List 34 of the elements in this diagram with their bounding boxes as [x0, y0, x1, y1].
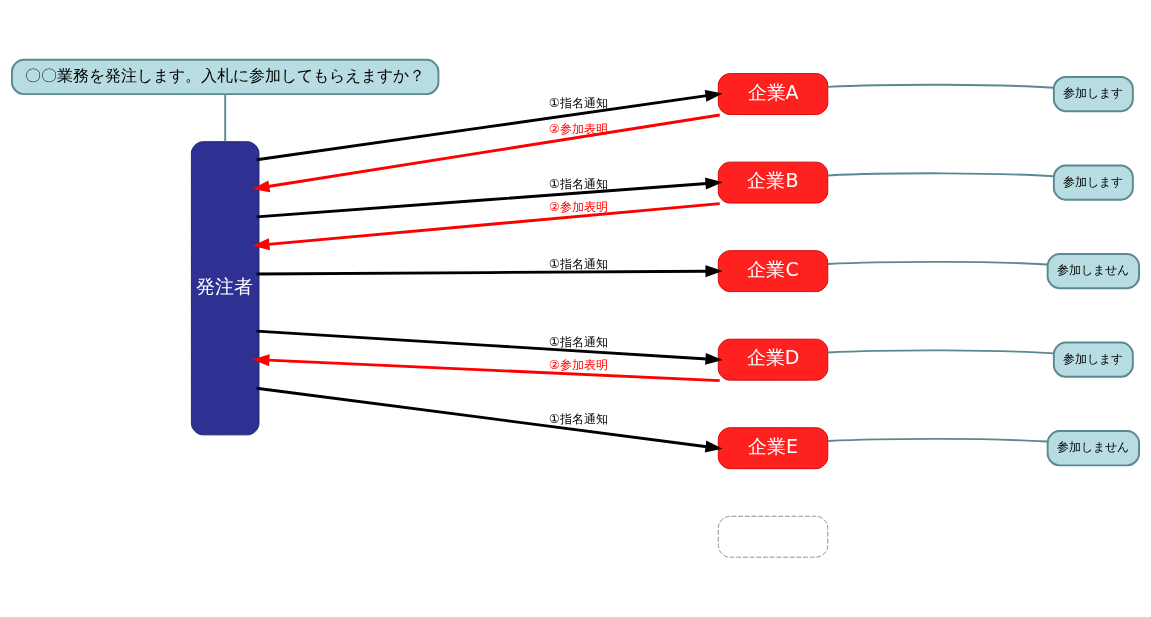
edge-label: ①指名通知	[548, 334, 608, 349]
connector	[827, 260, 1049, 266]
node-box: 企業D	[717, 338, 829, 381]
node-box: 企業B	[717, 161, 829, 204]
arrow	[256, 386, 723, 453]
node-box: 参加します	[1052, 341, 1134, 378]
node-box: 参加します	[1052, 164, 1134, 201]
arrow	[256, 177, 723, 219]
edge-label: ①指名通知	[548, 176, 608, 191]
edge-label: ①指名通知	[548, 95, 608, 110]
node-box: 参加します	[1052, 76, 1134, 113]
node-box: 企業E	[717, 427, 829, 470]
edge-label: ②参加表明	[548, 199, 608, 214]
connector	[827, 349, 1055, 355]
arrow	[252, 113, 720, 193]
edge-label: ①指名通知	[548, 256, 608, 271]
node-box: 〇〇業務を発注します。入札に参加してもらえますか？	[11, 58, 440, 96]
node-box	[717, 515, 829, 558]
arrow	[252, 354, 720, 383]
arrow	[252, 202, 720, 251]
connector	[827, 83, 1055, 89]
connector	[827, 172, 1055, 178]
connector	[827, 437, 1049, 443]
node-box: 参加しません	[1046, 253, 1140, 290]
arrow	[256, 265, 723, 278]
node-box: 企業A	[717, 73, 829, 115]
node-box: 企業C	[717, 250, 829, 293]
edge-label: ①指名通知	[548, 411, 608, 426]
arrow	[256, 89, 723, 162]
edge-label: ②参加表明	[548, 357, 608, 372]
arrow	[256, 329, 723, 365]
node-box: 発注者	[190, 141, 260, 436]
node-box: 参加しません	[1046, 430, 1140, 467]
connector	[224, 93, 227, 143]
